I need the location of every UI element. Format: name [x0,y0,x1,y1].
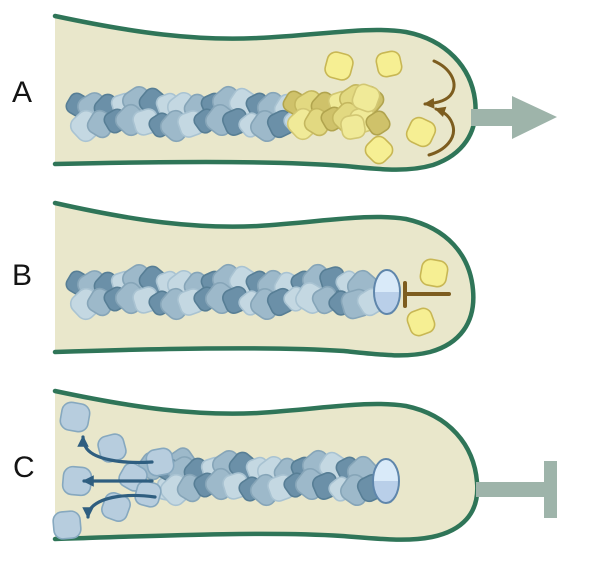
cell-membrane-c [52,388,480,542]
blocked-bar-shaft [476,482,546,497]
panel-label-b: B [12,259,33,292]
actin-filament-c [155,449,386,507]
yellow-tip-subunit [351,83,381,113]
free-yellow-monomer [405,116,437,148]
capping-protein-b [373,269,401,315]
free-yellow-monomer [375,50,403,78]
free-yellow-monomer [419,258,449,288]
monomer-release-arrow-down [82,493,157,519]
free-blue-monomer [145,447,175,477]
free-yellow-monomer [324,51,354,81]
panel-label-c: C [13,451,35,484]
monomer-release-arrow-up [77,435,154,465]
free-blue-monomer [59,401,91,433]
free-yellow-monomer [364,135,394,165]
capping-block-bar-icon [403,281,451,308]
filament-subunit [365,110,391,136]
capping-protein-c-outline [372,458,400,504]
blocked-bar-cap [544,461,557,518]
protrusion-blocked-icon [476,461,557,518]
capping-protein-b-bottom-half [374,292,400,314]
panel-label-a: A [12,76,33,109]
cell-membrane-b [52,200,476,358]
capping-protein-c-top-half [373,459,399,481]
free-yellow-monomer [406,307,436,337]
capping-protein-c [372,458,400,504]
actin-filament-b [65,263,386,321]
monomer-addition-arrow-upper [423,59,456,109]
capping-protein-b-outline [373,269,401,315]
yellow-tip-subunit [340,114,366,140]
protrusion-arrow-icon [471,96,557,139]
cell-membrane-a [52,13,478,172]
capping-protein-c-bottom-half [373,481,399,503]
actin-filament-a [65,85,309,143]
free-blue-monomer [52,510,82,540]
monomer-addition-arrow-lower [427,106,456,157]
capping-protein-b-top-half [374,270,400,292]
